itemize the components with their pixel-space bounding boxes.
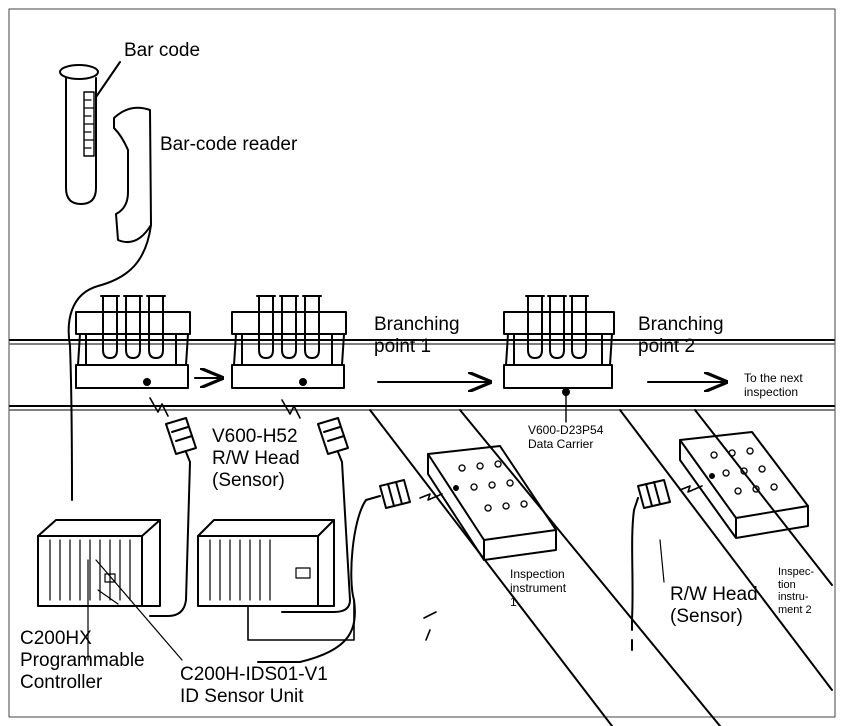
wireless-signal-2: [281, 399, 301, 419]
label-rw-head-model-code: V600-H52: [212, 426, 298, 447]
label-rw-head-model-sensor: (Sensor): [212, 469, 285, 491]
rw-head-1: [149, 417, 197, 617]
label-ii2-line1: Inspec-: [778, 566, 815, 578]
inspection-instrument-1: [427, 445, 557, 561]
rw-head-2: [281, 417, 351, 613]
wireless-signal-4: [679, 485, 703, 493]
label-to-next-line1: To the next: [744, 371, 803, 385]
rw-head-4: [631, 479, 671, 621]
label-ii1-line3: 1: [510, 594, 517, 609]
label-inspection-instrument-2: Inspec- tion instru- ment 2: [778, 566, 814, 617]
label-branching-point-2-line2: point 2: [638, 335, 696, 357]
bar-code-reader: [67, 106, 152, 501]
label-plc-model: C200HX: [20, 628, 92, 649]
label-sensor-unit-model: C200H-IDS01-V1: [180, 664, 328, 685]
label-data-carrier-model: V600-D23P54: [528, 423, 604, 437]
rw-head-2-leader: [659, 539, 665, 583]
bar-code-leader: [95, 61, 121, 98]
wireless-signal-3: [419, 493, 443, 501]
label-ii2-line3: instru-: [778, 591, 809, 604]
label-ii1-line1: Inspection: [510, 567, 565, 581]
plc-c200hx: [37, 519, 161, 607]
label-ii1-line2: instrument: [510, 580, 567, 595]
label-branching-point-1-line2: point 1: [374, 335, 432, 357]
label-rw-head-2-line2: (Sensor): [670, 605, 743, 627]
label-rw-head-model: V600-H52 R/W Head (Sensor): [212, 426, 300, 492]
label-to-next-line2: inspection: [744, 384, 799, 399]
label-branching-point-2: Branching point 2: [638, 314, 724, 358]
label-rw-head-2: R/W Head (Sensor): [670, 584, 758, 628]
branch-lane-1: [369, 409, 721, 726]
conveyor-belt: [9, 339, 835, 411]
label-branching-point-1: Branching point 1: [374, 314, 460, 358]
label-branching-point-1-line1: Branching: [374, 314, 460, 335]
cable-dashes: [423, 611, 437, 641]
label-ii2-line4: ment 2: [778, 603, 812, 616]
label-branching-point-2-line1: Branching: [638, 314, 724, 335]
label-inspection-instrument-1: Inspection instrument 1: [510, 567, 567, 609]
tube-rack-2: [231, 295, 347, 389]
sensor-unit-leader: [95, 559, 183, 661]
label-rw-head-model-name: R/W Head: [212, 447, 300, 469]
label-plc: C200HX Programmable Controller: [20, 628, 145, 694]
label-data-carrier: V600-D23P54 Data Carrier: [528, 423, 604, 452]
label-to-next-inspection: To the next inspection: [744, 371, 803, 400]
wireless-signal-1: [149, 397, 169, 417]
id-sensor-unit-rack: [197, 519, 355, 641]
label-ii2-line2: tion: [778, 578, 796, 591]
tube-rack-1: [75, 295, 191, 389]
data-carrier-dot-2: [299, 378, 307, 386]
label-sensor-unit: C200H-IDS01-V1 ID Sensor Unit: [180, 664, 328, 708]
diagram-frame: [8, 8, 836, 718]
label-sensor-unit-name: ID Sensor Unit: [180, 685, 304, 707]
tube-rack-3: [503, 295, 615, 389]
label-data-carrier-name: Data Carrier: [528, 436, 594, 451]
label-bar-code-reader: Bar-code reader: [160, 134, 298, 155]
data-carrier-dot-1: [143, 378, 151, 386]
label-rw-head-2-line1: R/W Head: [670, 584, 758, 605]
label-plc-line2: Programmable: [20, 649, 145, 671]
label-plc-line3: Controller: [20, 671, 103, 693]
label-bar-code: Bar code: [124, 40, 201, 61]
branch-lane-2: [619, 409, 833, 691]
inspection-instrument-2: [679, 431, 809, 539]
test-tube: [59, 64, 99, 205]
